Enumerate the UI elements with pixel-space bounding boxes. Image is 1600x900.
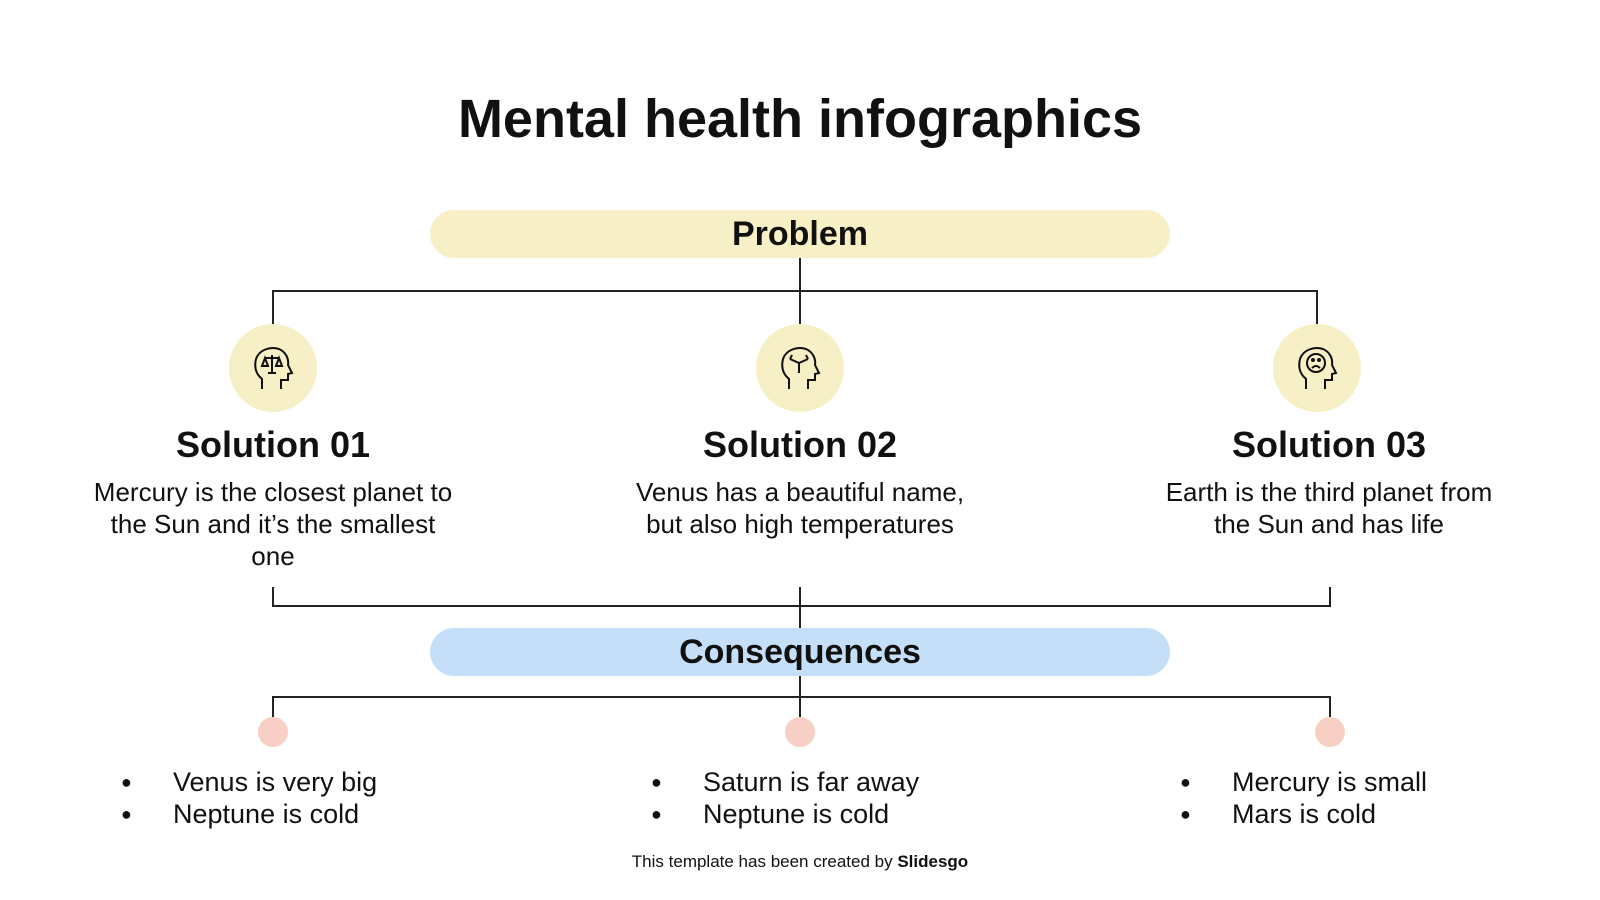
connector	[1316, 290, 1318, 324]
solution-title: Solution 03	[1231, 424, 1426, 465]
solution-1: Solution 01 Mercury is the closest plane…	[93, 424, 453, 572]
connector	[272, 290, 274, 324]
solution-2: Solution 02 Venus has a beautiful name, …	[620, 424, 980, 540]
consequence-dot	[258, 717, 288, 747]
footer-brand-link[interactable]: Slidesgo	[897, 852, 969, 871]
bullet-list-2: Saturn is far away Neptune is cold	[651, 766, 919, 830]
connector	[1329, 587, 1331, 607]
connector	[799, 587, 801, 629]
connector	[272, 696, 274, 718]
list-item: Mercury is small	[1180, 766, 1427, 798]
connector	[272, 587, 274, 607]
connector	[272, 696, 1331, 698]
bullet-list-1: Venus is very big Neptune is cold	[121, 766, 377, 830]
head-arrows-icon	[756, 324, 844, 412]
solution-title: Solution 01	[175, 424, 370, 465]
list-item: Saturn is far away	[651, 766, 919, 798]
solution-text: Mercury is the closest planet to the Sun…	[93, 477, 453, 571]
list-item: Venus is very big	[121, 766, 377, 798]
problem-pill: Problem	[430, 210, 1170, 258]
footer-text: This template has been created by	[631, 852, 898, 871]
consequence-dot	[1315, 717, 1345, 747]
solution-text: Earth is the third planet from the Sun a…	[1165, 477, 1493, 539]
head-sad-face-icon	[1273, 324, 1361, 412]
list-item: Neptune is cold	[651, 798, 919, 830]
head-balance-icon	[229, 324, 317, 412]
solution-text: Venus has a beautiful name, but also hig…	[635, 477, 965, 539]
solution-3: Solution 03 Earth is the third planet fr…	[1149, 424, 1509, 540]
page-title: Mental health infographics	[457, 89, 1143, 149]
solution-title: Solution 02	[702, 424, 897, 465]
connector	[1329, 696, 1331, 718]
connector	[272, 290, 1318, 292]
consequence-dot	[785, 717, 815, 747]
list-item: Mars is cold	[1180, 798, 1427, 830]
connector	[272, 605, 1331, 607]
bullet-list-3: Mercury is small Mars is cold	[1180, 766, 1427, 830]
consequences-pill: Consequences	[430, 628, 1170, 676]
footer-credit: This template has been created by Slides…	[0, 852, 1600, 872]
list-item: Neptune is cold	[121, 798, 377, 830]
